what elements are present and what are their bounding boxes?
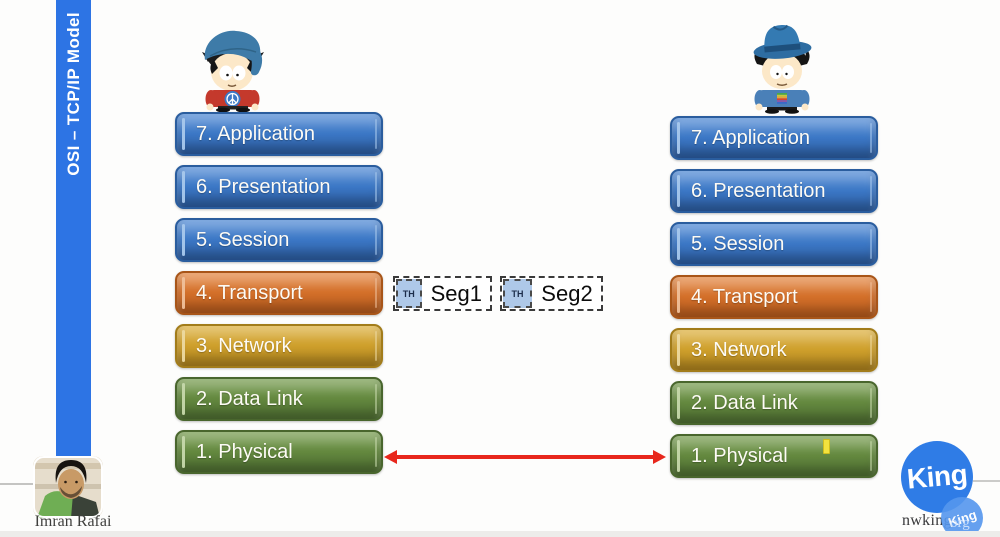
rainbow-apple-icon bbox=[777, 93, 787, 104]
layer-accent-line bbox=[677, 440, 680, 472]
layer-accent-line bbox=[182, 436, 185, 468]
layer-accent-line-right bbox=[870, 335, 872, 365]
segments-row: TH Seg1 TH Seg2 bbox=[393, 276, 603, 311]
layer-label: 3. Network bbox=[196, 335, 292, 357]
layer-accent-line-right bbox=[375, 225, 377, 255]
layer-accent-line-right bbox=[870, 388, 872, 418]
osi-banner: OSI – TCP/IP Model bbox=[56, 0, 91, 456]
layer-label: 2. Data Link bbox=[196, 388, 303, 410]
layer-accent-line bbox=[182, 330, 185, 362]
layer-label: 7. Application bbox=[691, 127, 810, 149]
layer-accent-line-right bbox=[870, 282, 872, 312]
layer-label: 4. Transport bbox=[196, 282, 303, 304]
banner-title: OSI – TCP/IP Model bbox=[63, 12, 83, 176]
arrowhead-right bbox=[653, 450, 666, 464]
layer-box-3-network: 3. Network bbox=[670, 328, 878, 372]
layer-accent-line bbox=[677, 281, 680, 313]
layer-box-7-application: 7. Application bbox=[175, 112, 383, 156]
layer-box-1-physical: 1. Physical bbox=[175, 430, 383, 474]
brand-logo-text: King bbox=[905, 458, 969, 495]
yellow-highlight-mark bbox=[823, 439, 830, 454]
footer-rule-right bbox=[973, 480, 1000, 482]
osi-stack-left: 7. Application 6. Presentation 5. Session 4… bbox=[175, 112, 383, 483]
layer-accent-line-right bbox=[375, 119, 377, 149]
left-character-icon bbox=[202, 30, 264, 112]
layer-accent-line-right bbox=[375, 384, 377, 414]
layer-label: 5. Session bbox=[196, 229, 290, 251]
layer-box-3-network: 3. Network bbox=[175, 324, 383, 368]
arrow-shaft bbox=[394, 455, 656, 459]
segment-box-seg2: TH Seg2 bbox=[500, 276, 603, 311]
site-suffix: org bbox=[950, 515, 970, 531]
segment-box-seg1: TH Seg1 bbox=[393, 276, 492, 311]
layer-label: 5. Session bbox=[691, 233, 785, 255]
layer-box-1-physical: 1. Physical bbox=[670, 434, 878, 478]
layer-box-6-presentation: 6. Presentation bbox=[175, 165, 383, 209]
layer-accent-line bbox=[677, 334, 680, 366]
site-name: nwking bbox=[902, 512, 952, 529]
layer-accent-line bbox=[182, 171, 185, 203]
layer-box-2-data-link: 2. Data Link bbox=[175, 377, 383, 421]
layer-accent-line-right bbox=[375, 437, 377, 467]
layer-box-4-transport: 4. Transport bbox=[175, 271, 383, 315]
layer-accent-line bbox=[677, 228, 680, 260]
layer-label: 4. Transport bbox=[691, 286, 798, 308]
layer-accent-line bbox=[677, 122, 680, 154]
layer-accent-line bbox=[182, 383, 185, 415]
layer-label: 1. Physical bbox=[196, 441, 293, 463]
transport-header-box: TH bbox=[396, 279, 422, 308]
segment-label: Seg1 bbox=[430, 280, 482, 306]
layer-accent-line bbox=[677, 387, 680, 419]
layer-accent-line-right bbox=[375, 278, 377, 308]
layer-box-4-transport: 4. Transport bbox=[670, 275, 878, 319]
layer-accent-line-right bbox=[870, 441, 872, 471]
presenter-photo bbox=[33, 456, 103, 518]
layer-label: 1. Physical bbox=[691, 445, 788, 467]
layer-accent-line bbox=[182, 118, 185, 150]
layer-label: 2. Data Link bbox=[691, 392, 798, 414]
layer-accent-line-right bbox=[870, 123, 872, 153]
brand-logo-circle-small: King bbox=[941, 497, 983, 537]
layer-accent-line-right bbox=[375, 172, 377, 202]
layer-label: 6. Presentation bbox=[196, 176, 331, 198]
layer-accent-line-right bbox=[870, 229, 872, 259]
layer-label: 3. Network bbox=[691, 339, 787, 361]
layer-accent-line bbox=[182, 277, 185, 309]
layer-label: 7. Application bbox=[196, 123, 315, 145]
layer-box-2-data-link: 2. Data Link bbox=[670, 381, 878, 425]
right-character-icon bbox=[753, 24, 812, 114]
footer-rule-left bbox=[0, 483, 33, 485]
layer-box-5-session: 5. Session bbox=[175, 218, 383, 262]
segment-label: Seg2 bbox=[541, 280, 593, 306]
layer-box-5-session: 5. Session bbox=[670, 222, 878, 266]
layer-box-6-presentation: 6. Presentation bbox=[670, 169, 878, 213]
layer-accent-line-right bbox=[375, 331, 377, 361]
physical-link-arrow-icon bbox=[384, 448, 666, 466]
presenter-name: Imran Rafai bbox=[34, 513, 112, 530]
layer-box-7-application: 7. Application bbox=[670, 116, 878, 160]
osi-stack-right: 7. Application 6. Presentation 5. Session 4… bbox=[670, 116, 878, 487]
layer-accent-line bbox=[182, 224, 185, 256]
layer-label: 6. Presentation bbox=[691, 180, 826, 202]
layer-accent-line bbox=[677, 175, 680, 207]
layer-accent-line-right bbox=[870, 176, 872, 206]
arrowhead-left bbox=[384, 450, 397, 464]
transport-header-box: TH bbox=[503, 279, 532, 308]
bottom-strip bbox=[0, 531, 1000, 537]
